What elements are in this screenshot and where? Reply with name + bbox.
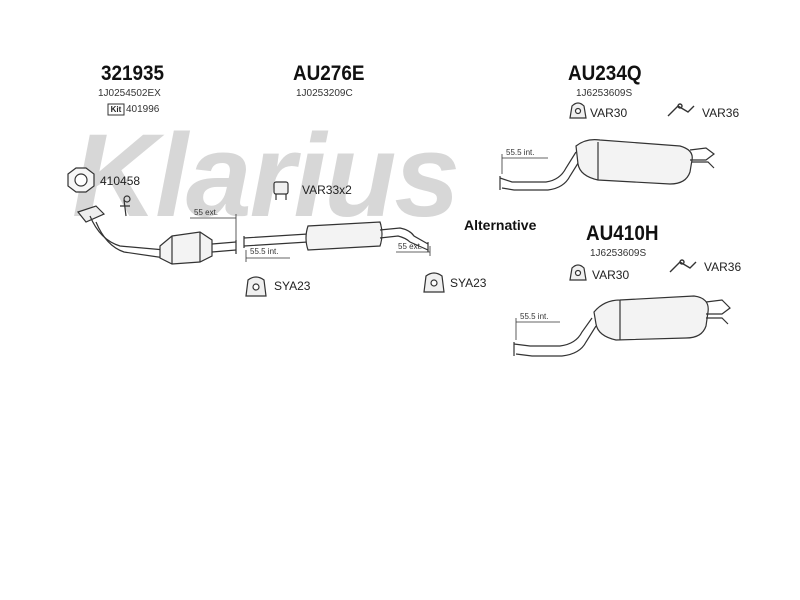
var33-label: VAR33x2 <box>302 183 352 197</box>
gasket-410458-label: 410458 <box>100 174 141 188</box>
centre-silencer-drawing <box>243 221 429 252</box>
dimension-line-mid <box>245 246 431 262</box>
dim-mid-inlet: 55.5 int. <box>250 247 279 256</box>
oem-number-321935: 1J0254502EX <box>98 88 161 99</box>
dim-cat-outlet: 55 ext. <box>194 208 219 217</box>
dimension-line-rear-top <box>501 154 548 174</box>
sya23-right-icon <box>423 272 445 293</box>
var30-top-label: VAR30 <box>590 106 628 120</box>
dimension-line-cat-outlet <box>190 214 237 240</box>
sya23-right-label: SYA23 <box>450 276 487 290</box>
dim-rear-inlet-top: 55.5 int. <box>506 148 535 157</box>
part-number-au234q: AU234Q <box>568 62 642 85</box>
var36-top-icon <box>667 103 695 117</box>
oem-number-au234q: 1J6253609S <box>576 88 633 99</box>
kit-box <box>107 103 125 116</box>
var36-bottom-label: VAR36 <box>704 260 742 274</box>
sya23-left-label: SYA23 <box>274 279 311 293</box>
rear-silencer-bottom-drawing <box>513 295 731 357</box>
rear-silencer-top-drawing <box>499 139 715 191</box>
kit-label: Kit <box>110 105 122 114</box>
part-number-au410h: AU410H <box>586 222 659 245</box>
oem-number-au276e: 1J0253209C <box>296 88 353 99</box>
part-number-321935: 321935 <box>101 62 165 85</box>
var36-top-label: VAR36 <box>702 106 740 120</box>
oem-number-au410h: 1J6253609S <box>590 248 647 259</box>
var36-bottom-icon <box>669 259 697 273</box>
gasket-icon <box>67 167 95 193</box>
dim-mid-outlet: 55 ext. <box>398 242 423 251</box>
var30-bottom-icon <box>569 264 587 281</box>
var33-clamp-icon <box>273 181 289 200</box>
dim-rear-inlet-bottom: 55.5 int. <box>520 312 549 321</box>
var30-bottom-label: VAR30 <box>592 268 630 282</box>
part-number-au276e: AU276E <box>293 62 365 85</box>
alternative-label: Alternative <box>464 217 537 233</box>
catalytic-converter-drawing <box>76 195 237 265</box>
kit-number: 401996 <box>126 104 160 115</box>
var30-top-icon <box>569 102 587 119</box>
sya23-left-icon <box>245 276 267 297</box>
klarius-watermark: Klarius <box>72 110 460 242</box>
dimension-line-rear-bottom <box>515 318 560 340</box>
